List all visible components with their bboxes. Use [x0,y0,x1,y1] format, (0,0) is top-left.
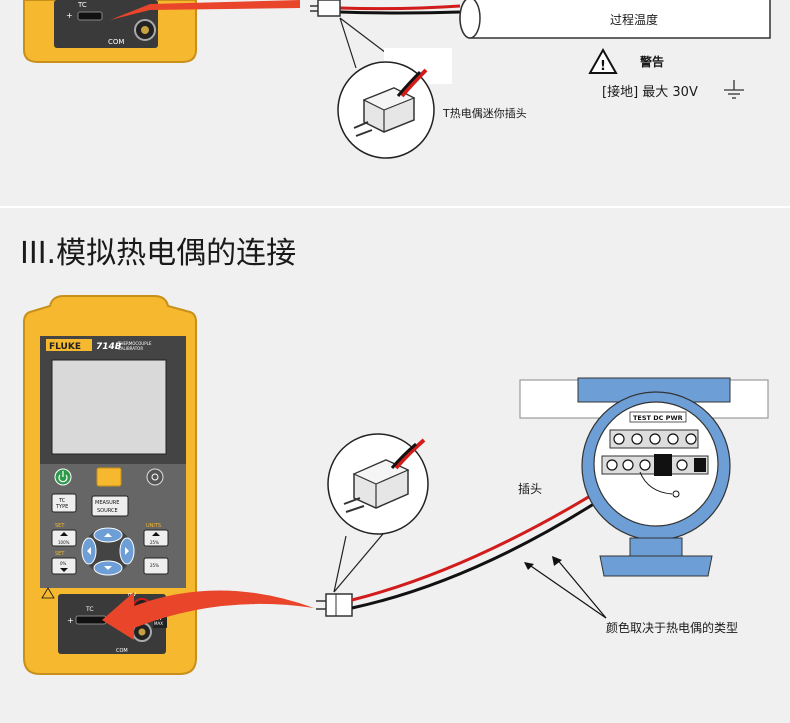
plug-partial-label: 插头 [518,482,543,496]
set-label-top: SET [55,523,65,529]
insert-arrow [102,590,314,640]
lcd-screen [51,359,167,455]
top-diagram-svg: TC + COM [23,0,771,159]
pointer-arrow-2 [552,556,562,566]
transmitter-header: TEST DC PWR [633,414,683,422]
tc-socket[interactable] [77,11,103,21]
pct-0-label: 0% [60,561,67,566]
units-up-icon [152,532,160,536]
backlight-button[interactable] [96,467,122,487]
section-title: III.模拟热电偶的连接 [20,236,297,271]
pipe-end [459,0,481,39]
bottom-diagram-svg: FLUKE 714B THERMOCOUPLE CALIBRATOR TC TY… [23,295,769,675]
wire-color-label: 颜色取决于热电偶的类型 [606,621,739,635]
wire-black-top [339,10,461,15]
dpad [81,527,135,576]
mini-plug [316,593,353,617]
terminal-row-bottom [601,454,709,476]
light-button[interactable] [146,468,164,486]
dpad-right-icon [125,547,129,555]
step-down-button[interactable] [143,557,169,575]
pct-25-label: 25% [150,540,159,545]
tc-type-button[interactable] [51,493,77,513]
tc-label: TC [77,1,87,9]
terminal-row-top [609,429,699,449]
measure-source-button[interactable] [91,495,129,517]
model-desc-1: THERMOCOUPLE [117,341,152,346]
pct-25-label-2: 25% [150,563,159,568]
bottom-diagram-panel: III.模拟热电偶的连接 FLUKE 714B THERMOCOUPLE CAL… [0,208,790,723]
callout-line-1 [339,17,357,69]
tc-type-label-1: TC [58,498,66,504]
callout-line-2 [333,527,389,593]
tc-socket-label: TC [85,606,94,613]
warning-label: 警告 [640,55,665,69]
com-label: COM [116,648,128,654]
sun-icon [151,473,159,481]
calibrator-device-top: TC + COM [23,0,197,63]
tc-type-label-2: TYPE [55,504,68,510]
center-block [654,454,672,476]
callout-line-1 [333,535,347,593]
source-label: SOURCE [97,508,118,514]
insert-arrow-top [110,0,300,20]
power-icon [58,471,68,483]
set-0-button[interactable] [51,557,77,575]
brand-plate [46,339,92,351]
transmitter: TEST DC PWR [577,377,731,577]
pointer-line-2 [555,557,607,619]
units-button[interactable] [143,529,169,547]
ground-icon [724,80,744,99]
ground-label: [接地] 最大 30V [602,85,698,100]
mini-plug-top [310,0,341,17]
set-100-button[interactable] [51,529,77,547]
dpad-down-icon [104,566,112,570]
pointer-arrow-1 [524,562,534,570]
plug-magnifier [327,433,429,535]
units-label: UNITS [146,523,161,529]
max-label-2: MAX [154,621,163,626]
set-up-arrow-icon [60,532,68,536]
top-diagram-panel: TC + COM [0,0,790,206]
svg-text:!: ! [600,59,606,74]
caution-icon [41,587,55,599]
com-label: COM [108,38,124,46]
wire-red-top [339,4,461,11]
com-jack-center [138,628,146,636]
dpad-up-icon [104,533,112,537]
brand-text: FLUKE [49,342,81,352]
plus-sign: + [66,11,73,20]
warning-icon: ! [588,47,618,74]
dpad-left-icon [87,547,91,555]
tc-socket[interactable] [75,615,107,625]
model-desc-2: CALIBRATOR [118,346,143,351]
pct-100-label: 100% [58,540,70,545]
process-temp-label: 过程温度 [610,13,659,27]
pointer-line-1 [527,563,607,619]
plug-magnifier-top [337,61,435,159]
set-label-bottom: SET [55,551,65,557]
plug-label: T热电偶迷你插头 [443,107,527,120]
section-divider [0,206,790,208]
measure-label: MEASURE [95,500,119,506]
set-down-arrow-icon [60,568,68,572]
model-text: 714B [96,342,122,352]
calibrator-device: FLUKE 714B THERMOCOUPLE CALIBRATOR TC TY… [23,295,197,675]
com-jack-center [141,26,149,34]
plus-sign: + [67,616,74,625]
